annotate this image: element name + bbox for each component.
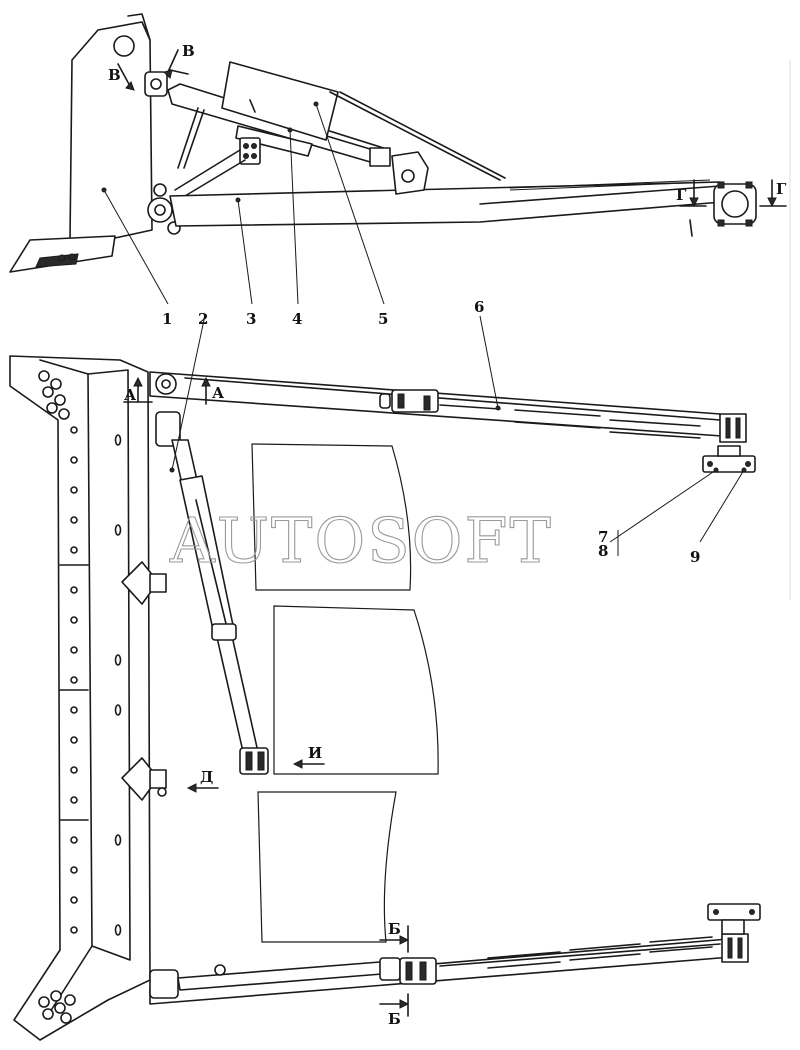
section-i: И [308, 744, 322, 762]
lower-cylinder [149, 957, 437, 999]
arm-slots-lower [487, 936, 713, 969]
callout-9: 9 [690, 548, 700, 566]
section-g-left: Г [676, 186, 687, 204]
flange [702, 445, 756, 473]
callout-6: 6 [474, 298, 484, 316]
blade-top-hole [113, 35, 135, 57]
section-d: Д [200, 768, 213, 786]
callout-8: 8 [598, 542, 608, 560]
callout-7: 7 [598, 528, 608, 546]
pivot-joint [147, 197, 173, 223]
callout-2: 2 [198, 310, 208, 328]
blade-holes [59, 426, 122, 936]
callout-3: 3 [246, 310, 256, 328]
side-view [9, 13, 757, 273]
section-b-bottom: Б [388, 1010, 401, 1028]
section-a-left: А [124, 386, 137, 404]
weight-block [221, 61, 339, 141]
push-arm-lower [149, 937, 745, 1005]
window-pane-1 [251, 443, 412, 591]
window-pane-3 [257, 791, 397, 943]
arm-slots-upper [439, 404, 701, 439]
flange-lower [707, 903, 761, 935]
blade-lug-upper [121, 561, 167, 605]
cutting-edge [9, 235, 116, 273]
section-g-right: Г [776, 180, 787, 198]
blade-side [69, 21, 153, 241]
diagonal-cylinder [155, 411, 269, 775]
callout-numbers: 1 2 3 4 5 6 7 8 9 [162, 298, 700, 566]
upper-joint [144, 71, 168, 97]
blade-plan [9, 355, 151, 1041]
section-labels: В В Г Г А А Б Б Д И [108, 42, 787, 1028]
section-a-right: А [212, 384, 225, 402]
leader-lines [101, 101, 747, 556]
section-markers [117, 49, 787, 1017]
plan-view [9, 355, 761, 1041]
callout-4: 4 [292, 310, 302, 328]
callout-1: 1 [162, 310, 172, 328]
section-b-top: Б [388, 920, 401, 938]
watermark-text: AUTOSOFT [169, 504, 553, 577]
ball-joint-end [689, 181, 757, 237]
window-pane-2 [273, 605, 439, 775]
section-v-right: В [182, 42, 195, 60]
callout-5: 5 [378, 310, 388, 328]
push-arm-side [169, 181, 723, 227]
section-v-left: В [108, 66, 121, 84]
blade-lug-lower [121, 757, 167, 801]
